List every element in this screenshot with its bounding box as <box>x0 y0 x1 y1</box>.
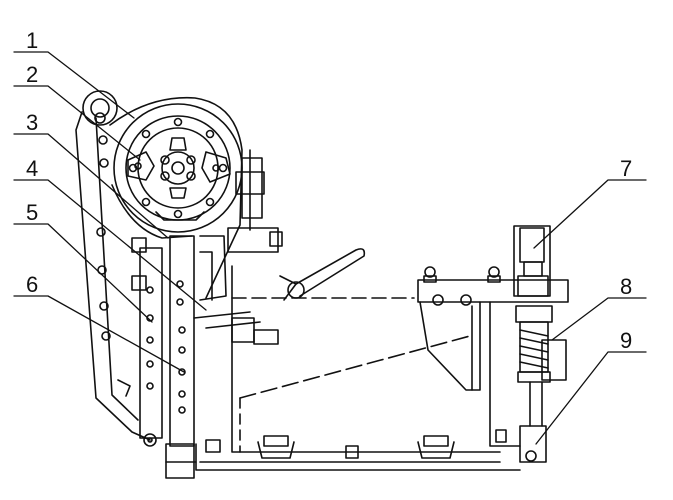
leader-2 <box>13 85 141 161</box>
top-plate <box>417 266 569 447</box>
callout-9: 9 <box>620 328 632 353</box>
callout-7: 7 <box>620 156 632 181</box>
lever-handle <box>279 248 366 301</box>
circular-housing <box>109 96 243 299</box>
callout-labels: 1 2 3 4 5 6 7 8 9 <box>26 28 632 353</box>
callout-2: 2 <box>26 62 38 87</box>
callout-6: 6 <box>26 272 38 297</box>
callout-5: 5 <box>26 200 38 225</box>
leader-7 <box>533 179 647 249</box>
leader-8 <box>551 297 647 341</box>
leader-4 <box>13 179 207 311</box>
leader-lines <box>13 51 647 445</box>
callout-4: 4 <box>26 156 38 181</box>
leader-1 <box>13 51 135 119</box>
leader-9 <box>535 351 647 445</box>
slotted-bars <box>131 235 197 479</box>
leader-3 <box>13 133 169 239</box>
leader-6 <box>13 295 185 373</box>
side-plate <box>75 90 157 447</box>
housing-clamp <box>227 149 283 253</box>
leader-5 <box>13 223 153 323</box>
callout-1: 1 <box>26 28 38 53</box>
base-box <box>195 265 521 471</box>
vertical-column <box>495 225 567 463</box>
callout-8: 8 <box>620 274 632 299</box>
inner-frame <box>193 235 279 345</box>
callout-3: 3 <box>26 110 38 135</box>
